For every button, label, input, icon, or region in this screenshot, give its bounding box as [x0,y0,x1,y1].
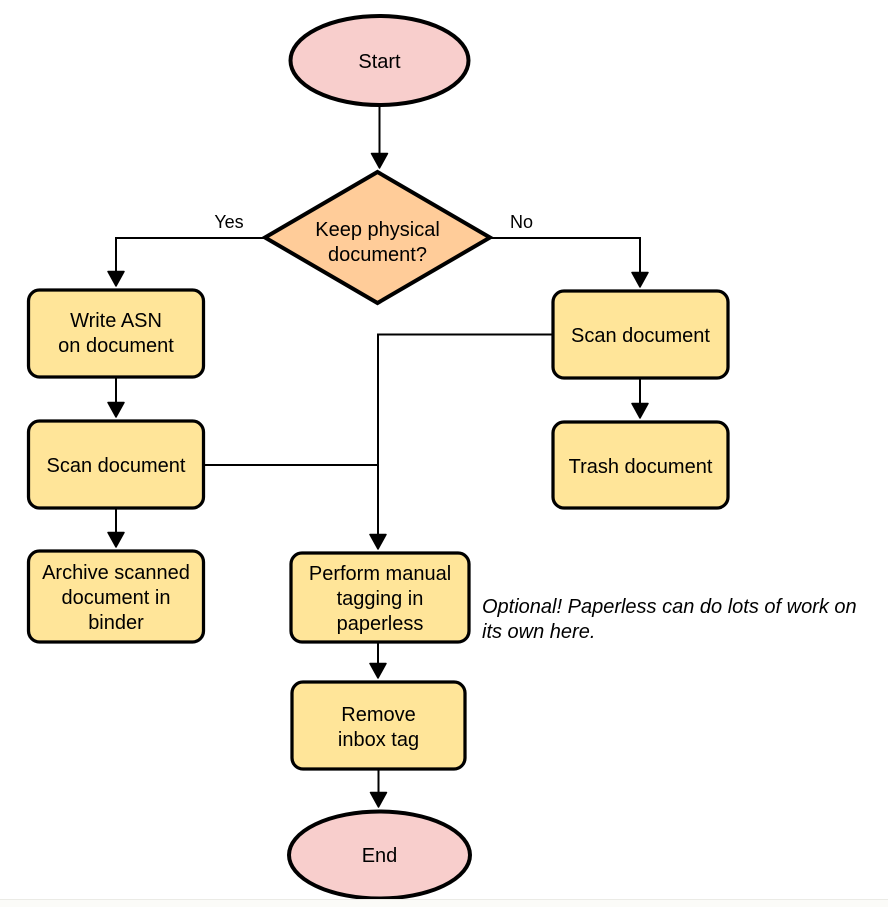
trash-document-node [551,420,730,510]
archive-binder-label-line3: binder [88,612,144,634]
start-node [288,14,471,107]
scan-document-right-node [551,289,730,380]
edges-group [107,106,649,808]
archive-binder-label-line1: Archive scanned [42,562,190,584]
end-label: End [362,845,398,867]
yes-edge-label: Yes [214,212,243,232]
scan-document-left-node [26,419,206,510]
decision-label-line1: Keep physical [315,219,440,241]
edge-scan-right-to-tagging [369,333,553,550]
write-asn-label-line1: Write ASN [70,310,162,332]
manual-tagging-label-line3: paperless [337,613,424,635]
scan-document-left-label: Scan document [47,455,186,477]
no-edge-label: No [510,212,533,232]
decision-label-line2: document? [328,244,427,266]
write-asn-label-line2: on document [58,335,174,357]
manual-tagging-node [289,551,471,644]
scan-document-right-label: Scan document [571,325,710,347]
manual-tagging-label-line1: Perform manual [309,563,451,585]
edge-decision-no-to-scan-right [490,237,649,288]
write-asn-node [26,288,206,379]
optional-note-line1: Optional! Paperless can do lots of work … [482,596,857,618]
edge-decision-yes-to-write-asn [107,237,265,287]
start-label: Start [358,51,401,73]
archive-binder-node [26,549,206,644]
trash-document-label: Trash document [569,456,713,478]
remove-inbox-tag-node [290,680,467,771]
bottom-edge-line [0,899,888,900]
manual-tagging-label-line2: tagging in [337,588,424,610]
bottom-edge-strip [0,900,888,907]
remove-inbox-tag-label-line1: Remove [341,704,415,726]
optional-note-line2: its own here. [482,621,595,643]
decision-node [261,169,494,306]
end-node [287,809,472,901]
archive-binder-label-line2: document in [62,587,171,609]
remove-inbox-tag-label-line2: inbox tag [338,729,419,751]
